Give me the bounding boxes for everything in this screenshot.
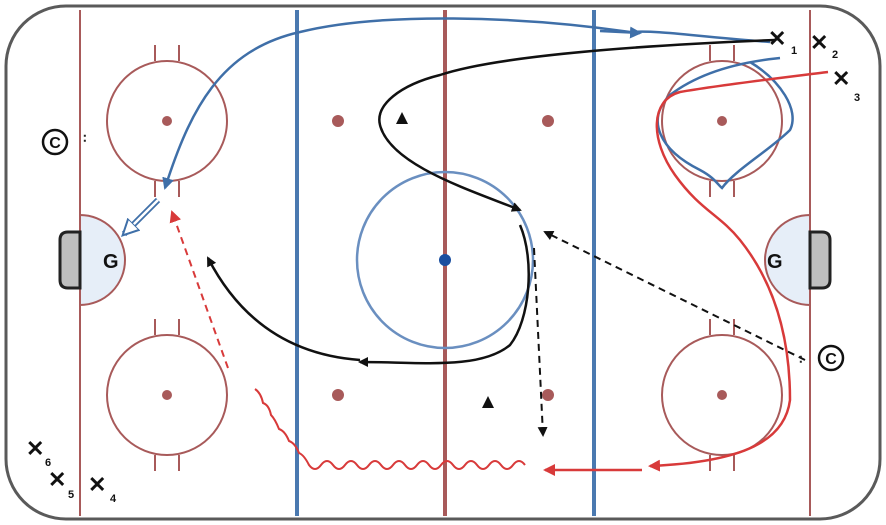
blue-pass-arrow-inner bbox=[124, 199, 159, 234]
skater-3-number: 3 bbox=[854, 92, 860, 104]
skater-3: ✕ 3 bbox=[832, 66, 860, 104]
svg-text:✕: ✕ bbox=[48, 467, 66, 492]
left-goal-crease bbox=[79, 213, 126, 307]
coach-left-label: C bbox=[49, 135, 61, 152]
blue-loop-path bbox=[656, 56, 794, 190]
skater-2-number: 2 bbox=[832, 49, 838, 61]
svg-text:✕: ✕ bbox=[810, 30, 828, 55]
skater-2: ✕ 2 bbox=[810, 30, 838, 61]
center-faceoff-dot bbox=[439, 254, 451, 266]
black-skate-curve-2 bbox=[358, 224, 530, 368]
red-wavy-stickhandle bbox=[254, 388, 526, 470]
center-circle bbox=[355, 170, 535, 350]
faceoff-circle-bottom-right bbox=[661, 319, 783, 471]
left-goal-net bbox=[58, 230, 82, 290]
skater-6: ✕ 6 bbox=[26, 436, 51, 469]
coach-right: C bbox=[817, 344, 845, 372]
faceoff-circle-bottom-left bbox=[106, 319, 228, 471]
neutral-dot-top-right bbox=[542, 115, 554, 127]
svg-text:✕: ✕ bbox=[832, 66, 850, 91]
neutral-dot-bottom-right bbox=[542, 389, 554, 401]
red-dashed-shot bbox=[169, 210, 229, 369]
faceoff-circle-top-right bbox=[661, 45, 783, 197]
puck-bottom bbox=[482, 396, 494, 408]
left-goalie-label: G bbox=[103, 251, 119, 273]
skater-4: ✕ 4 bbox=[88, 472, 117, 505]
coach-right-label: C bbox=[825, 351, 837, 368]
skater-5: ✕ 5 bbox=[48, 467, 74, 501]
coach-dots-right: ∶ bbox=[799, 351, 803, 367]
blue-skate-path-1 bbox=[162, 17, 771, 190]
svg-text:✕: ✕ bbox=[88, 472, 106, 497]
right-goal-net bbox=[808, 230, 832, 290]
right-goalie-label: G bbox=[767, 251, 783, 273]
black-skate-path bbox=[378, 38, 776, 212]
skater-6-number: 6 bbox=[45, 457, 51, 469]
red-skate-path bbox=[648, 70, 829, 472]
puck-top bbox=[396, 112, 408, 124]
black-dashed-pass-1 bbox=[543, 231, 806, 361]
skater-1: ✕ 1 bbox=[768, 26, 797, 57]
svg-text:✕: ✕ bbox=[768, 26, 786, 51]
neutral-dot-top-left bbox=[332, 115, 344, 127]
svg-text:✕: ✕ bbox=[26, 436, 44, 461]
coach-left: C bbox=[41, 128, 69, 156]
coach-dots-left: ∶ bbox=[83, 130, 87, 146]
skater-5-number: 5 bbox=[68, 489, 74, 501]
neutral-dot-bottom-left bbox=[332, 389, 344, 401]
black-dashed-pass-2 bbox=[533, 247, 548, 437]
black-skate-curve-3 bbox=[206, 256, 361, 362]
right-goal-crease bbox=[764, 213, 811, 307]
blue-arrow-mid bbox=[599, 26, 642, 39]
skater-4-number: 4 bbox=[110, 493, 117, 505]
skater-1-number: 1 bbox=[791, 45, 797, 57]
